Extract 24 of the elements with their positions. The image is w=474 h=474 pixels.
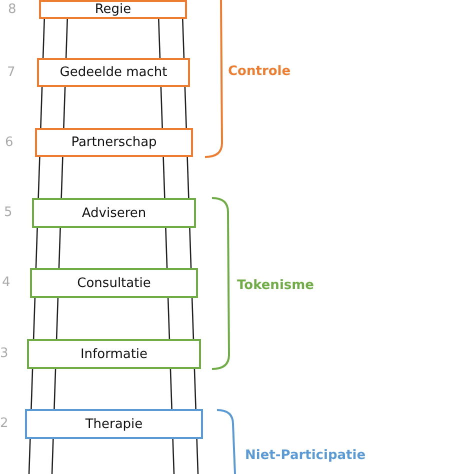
group-label: Tokenisme xyxy=(237,278,315,293)
step-number: 3 xyxy=(0,346,8,361)
ladder-rung-box xyxy=(35,128,193,157)
rung-label: Consultatie xyxy=(77,276,151,290)
group-label: Niet-Participatie xyxy=(245,448,367,463)
step-number: 5 xyxy=(4,205,12,220)
ladder-rung-box xyxy=(25,409,203,439)
step-number: 7 xyxy=(7,64,16,80)
step-number: 4 xyxy=(2,275,10,290)
ladder-rung-box xyxy=(37,58,190,87)
rung-label: Therapie xyxy=(85,416,143,432)
rung-label: Adviseren xyxy=(82,206,146,220)
ladder-rung-box xyxy=(32,198,196,228)
rung-label: Regie xyxy=(94,2,132,17)
rung-label: Gedeelde macht xyxy=(60,65,168,80)
group-label: Controle xyxy=(228,64,292,79)
step-number: 6 xyxy=(5,134,14,150)
step-number: 8 xyxy=(8,2,16,16)
rung-label: Informatie xyxy=(80,346,148,362)
rung-label: Partnerschap xyxy=(71,135,157,150)
ladder-rung-box xyxy=(30,268,198,298)
ladder-rung-box xyxy=(27,339,201,369)
step-number: 2 xyxy=(0,416,8,431)
ladder-rung-box xyxy=(39,0,187,19)
